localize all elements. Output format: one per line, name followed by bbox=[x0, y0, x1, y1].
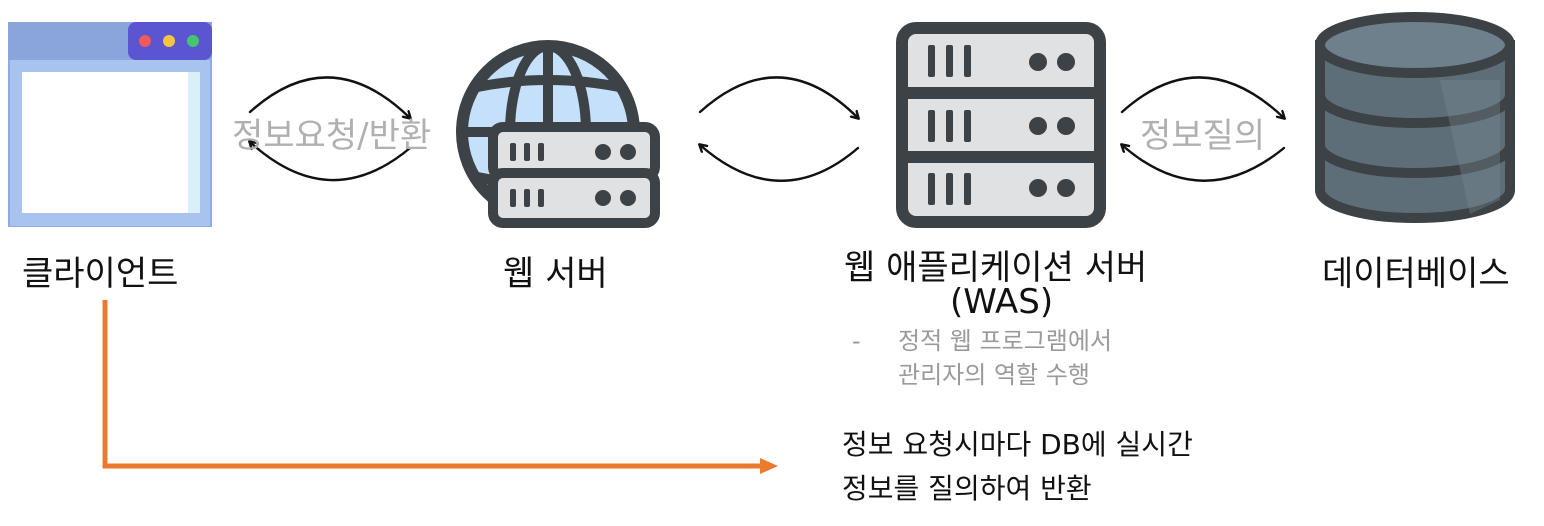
client-web-arrows bbox=[248, 76, 412, 182]
was-label-line1: 웹 애플리케이션 서버 bbox=[844, 248, 1148, 288]
bottom-note-line2: 정보를 질의하여 반환 bbox=[842, 472, 1092, 505]
edge-label-request-response: 정보요청/반환 bbox=[232, 116, 432, 156]
query-arrow bbox=[1120, 76, 1284, 118]
request-arrow bbox=[248, 76, 410, 118]
client-to-note-arrow bbox=[102, 300, 778, 474]
result-arrow bbox=[1122, 145, 1286, 182]
server-rack-icon bbox=[896, 22, 1106, 228]
back-arrow bbox=[700, 145, 860, 182]
client-label: 클라이언트 bbox=[22, 254, 179, 294]
edge-label-query: 정보질의 bbox=[1140, 116, 1266, 156]
bottom-note-line1: 정보 요청시마다 DB에 실시간 bbox=[842, 428, 1193, 461]
database-label: 데이터베이스 bbox=[1322, 254, 1510, 294]
was-label-line2: (WAS) bbox=[950, 282, 1054, 322]
globe-server-icon bbox=[456, 40, 660, 228]
web-server-label: 웹 서버 bbox=[503, 254, 608, 294]
database-icon bbox=[1315, 12, 1515, 223]
was-note-dash: - bbox=[852, 327, 861, 355]
web-was-arrows bbox=[698, 76, 860, 182]
forward-arrow bbox=[698, 76, 858, 118]
browser-window-icon bbox=[8, 22, 212, 227]
was-db-arrows bbox=[1120, 76, 1286, 182]
response-arrow bbox=[250, 142, 412, 182]
was-note-line1: 정적 웹 프로그램에서 bbox=[898, 327, 1112, 355]
was-note-line2: 관리자의 역할 수행 bbox=[898, 361, 1090, 389]
